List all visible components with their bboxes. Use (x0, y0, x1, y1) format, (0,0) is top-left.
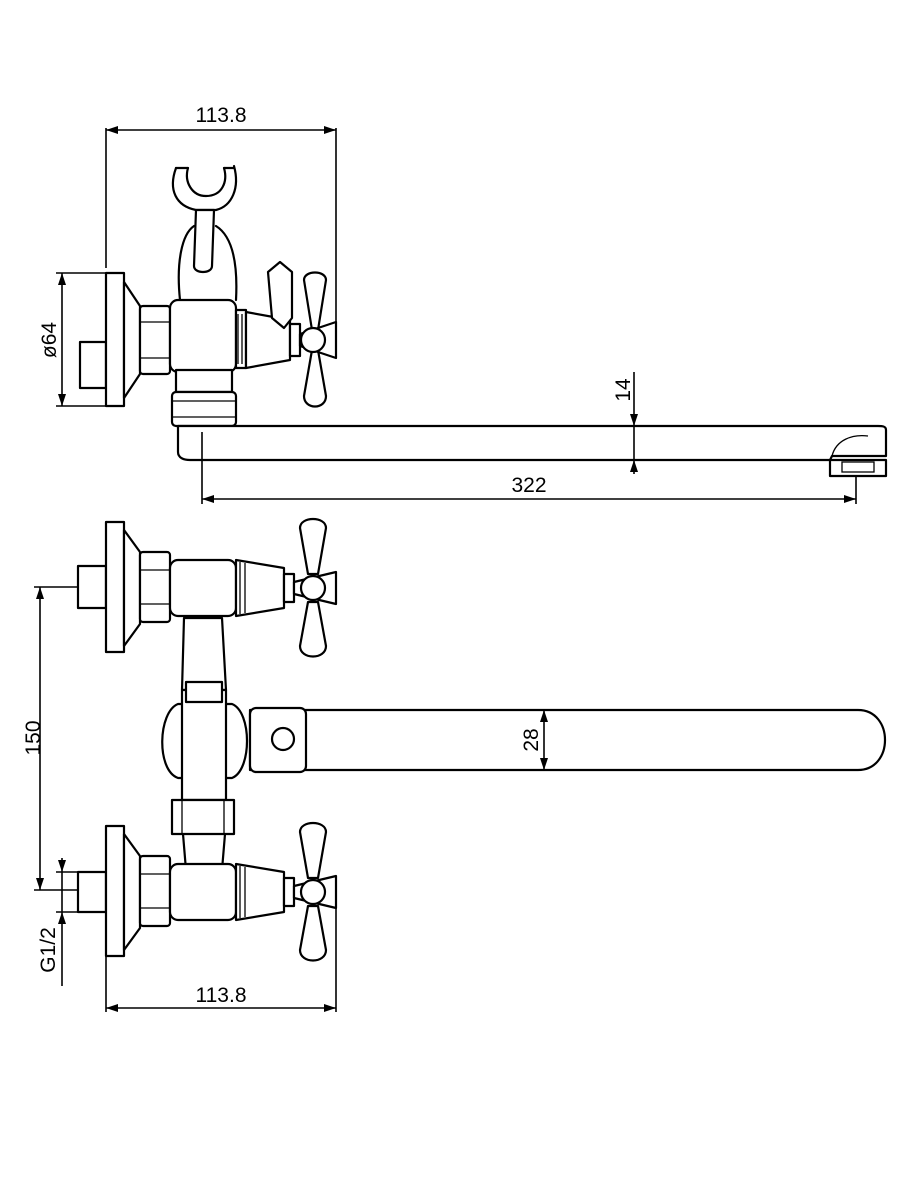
dimension-spout-length-label: 322 (511, 474, 546, 497)
dimension-thread-label: G1/2 (37, 927, 60, 973)
dimension-spacing: 150 (22, 586, 78, 891)
dimension-width-top-label: 113.8 (196, 104, 247, 127)
upper-cross-handle-icon (292, 517, 338, 658)
spout-front (248, 706, 887, 774)
lower-cross-handle-icon (292, 821, 338, 962)
hex-nut-side (138, 304, 172, 376)
cross-handle-side (244, 260, 338, 408)
upper-valve-assembly (76, 520, 296, 654)
mixer-column-front (161, 616, 248, 872)
dimension-diameter-label: ø64 (38, 322, 61, 359)
mixer-body-side (168, 298, 248, 428)
dimension-spout-height: 14 (612, 372, 638, 474)
side-view: 113.8 ø64 (38, 104, 888, 504)
dimension-width-top: 113.8 (105, 104, 337, 330)
dimension-spacing-label: 150 (22, 720, 45, 755)
dimension-diameter: ø64 (38, 272, 106, 407)
dimension-width-bottom-label: 113.8 (196, 984, 247, 1007)
wall-flange-side (78, 271, 142, 408)
dimension-spout-length: 322 (201, 432, 857, 504)
shower-holder-icon (171, 164, 238, 302)
lower-valve-assembly (76, 824, 296, 958)
spout-side (176, 424, 888, 478)
dimension-spout-width: 28 (520, 710, 548, 770)
dimension-spout-height-label: 14 (612, 378, 635, 402)
front-view: 28 (22, 517, 887, 1012)
dimension-thread: G1/2 (37, 858, 78, 986)
dimension-width-bottom: 113.8 (105, 908, 337, 1012)
dimension-spout-width-label: 28 (520, 728, 543, 751)
